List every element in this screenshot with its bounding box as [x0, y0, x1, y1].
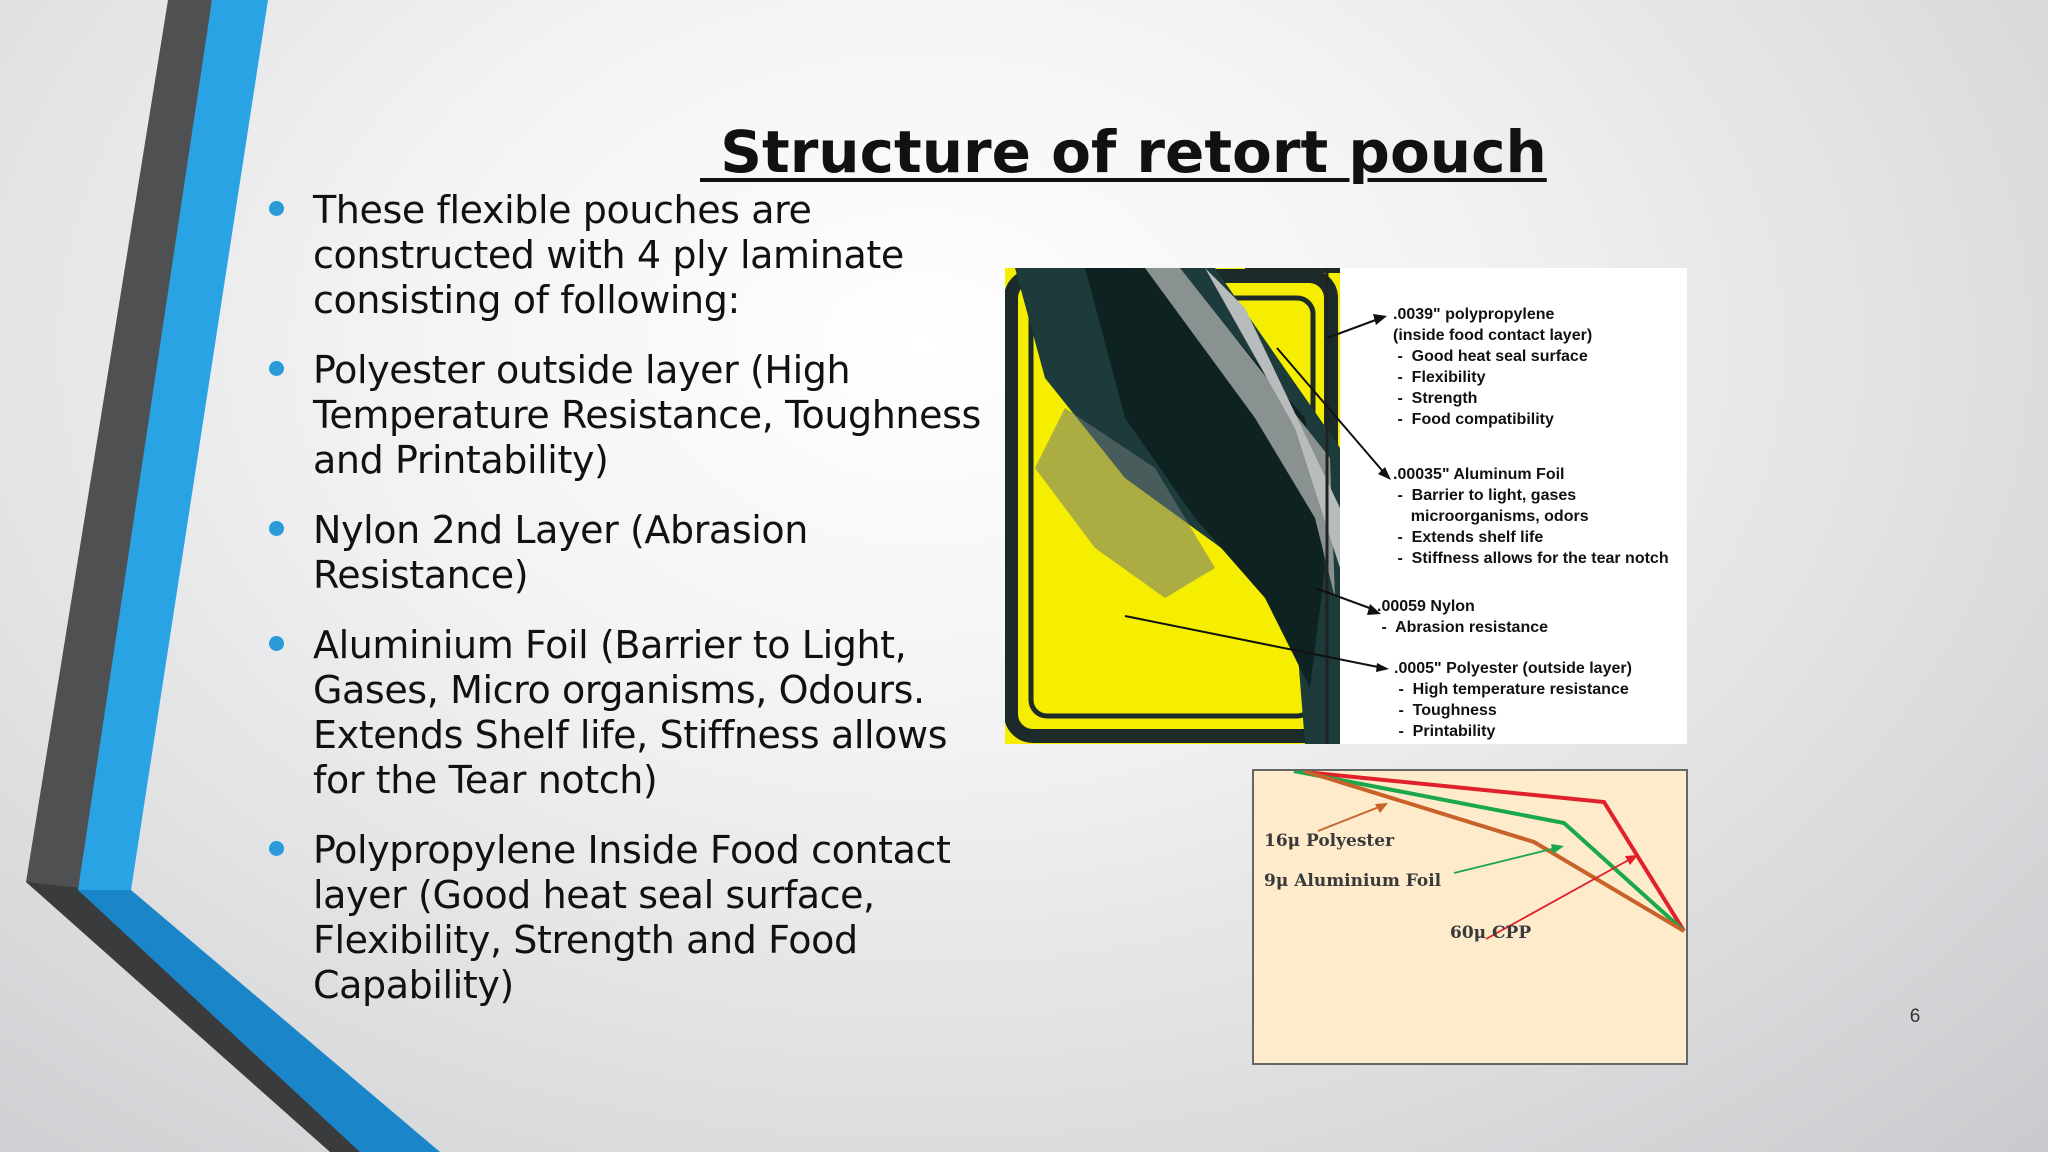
- bullet-item: These flexible pouches are constructed w…: [260, 188, 1000, 323]
- cpp-inset-label: 60μ CPP: [1450, 923, 1532, 943]
- polyester-layer-line: [1303, 771, 1686, 933]
- ribbon-dark-gray: [26, 0, 430, 1152]
- polyester-inset-label: 16μ Polyester: [1264, 831, 1395, 851]
- bullet-text: These flexible pouches are constructed w…: [313, 188, 904, 322]
- polyester-layer-label: .0005" Polyester (outside layer) - High …: [1394, 660, 1632, 740]
- pouch-cross-section-image: [1005, 268, 1391, 744]
- bullet-item: Aluminium Foil (Barrier to Light, Gases,…: [260, 623, 1000, 803]
- pouch-layer-diagram: .0039" polypropylene (inside food contac…: [1005, 268, 1687, 744]
- bullet-text: Nylon 2nd Layer (Abrasion Resistance): [313, 508, 808, 597]
- bullet-item: Polypropylene Inside Food contact layer …: [260, 828, 1000, 1008]
- ribbon-blue-lower: [78, 890, 440, 1152]
- nylon-layer-label: .00059 Nylon - Abrasion resistance: [1377, 598, 1549, 636]
- aluminium-foil-layer-line: [1293, 771, 1686, 933]
- aluminum-foil-layer-label: .00035" Aluminum Foil - Barrier to light…: [1393, 466, 1669, 567]
- bullet-text: Polyester outside layer (High Temperatur…: [313, 348, 981, 482]
- bullet-icon: [269, 201, 284, 216]
- bullet-item: Nylon 2nd Layer (Abrasion Resistance): [260, 508, 1000, 598]
- bullet-text: Polypropylene Inside Food contact layer …: [313, 828, 951, 1007]
- bullet-item: Polyester outside layer (High Temperatur…: [260, 348, 1000, 483]
- bullet-icon: [269, 521, 284, 536]
- bullet-icon: [269, 841, 284, 856]
- slide-title: Structure of retort pouch: [700, 118, 1547, 186]
- bullet-list: These flexible pouches are constructed w…: [260, 188, 1000, 1033]
- laminate-layers-drawing: [1293, 771, 1686, 940]
- polypropylene-layer-label: .0039" polypropylene (inside food contac…: [1393, 306, 1593, 428]
- page-number: 6: [1909, 1006, 1921, 1027]
- ribbon-blue-upper: [78, 0, 268, 890]
- bullet-text: Aluminium Foil (Barrier to Light, Gases,…: [313, 623, 948, 802]
- bullet-icon: [269, 636, 284, 651]
- laminate-layers-inset: 16μ Polyester 9μ Aluminium Foil 60μ CPP: [1252, 769, 1688, 1065]
- cpp-layer-line: [1293, 771, 1686, 933]
- bullet-icon: [269, 361, 284, 376]
- aluminium-foil-inset-label: 9μ Aluminium Foil: [1264, 871, 1442, 891]
